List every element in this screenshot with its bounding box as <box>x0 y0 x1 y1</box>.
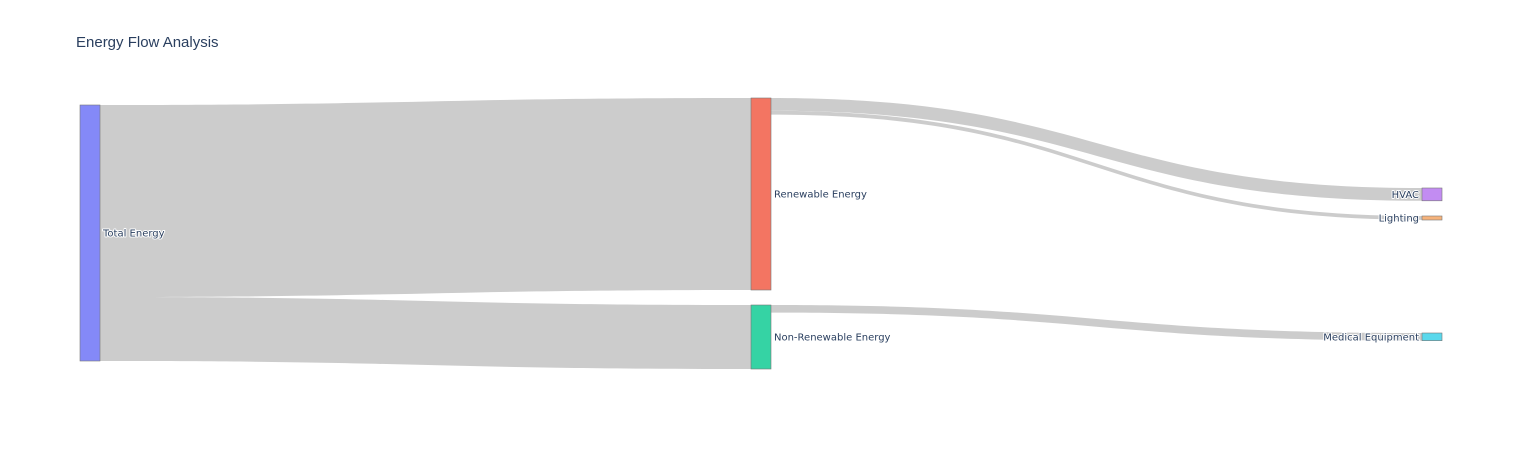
node-nonrenewable[interactable] <box>750 304 772 370</box>
node-renewable[interactable] <box>750 97 772 291</box>
node-total[interactable] <box>79 104 101 362</box>
nodes-layer <box>79 97 1443 370</box>
node-label-renewable: Renewable Energy <box>774 190 867 201</box>
node-label-total: Total Energy <box>102 229 165 240</box>
node-medical[interactable] <box>1421 332 1443 341</box>
node-label-lighting: Lighting <box>1379 214 1419 225</box>
node-label-hvac: HVAC <box>1392 190 1419 201</box>
link-nonrenewable-to-medical[interactable] <box>771 305 1422 341</box>
links-layer <box>100 98 1422 369</box>
link-total-to-nonrenewable[interactable] <box>100 297 751 369</box>
node-label-nonrenewable: Non-Renewable Energy <box>774 333 891 344</box>
node-lighting[interactable] <box>1421 215 1443 221</box>
link-renewable-to-lighting[interactable] <box>771 110 1422 220</box>
link-renewable-to-hvac[interactable] <box>771 98 1422 201</box>
chart-title: Energy Flow Analysis <box>76 34 219 51</box>
node-label-medical: Medical Equipment <box>1323 332 1419 343</box>
node-hvac[interactable] <box>1421 187 1443 202</box>
labels-layer: Total Energy Renewable EnergyNon-Renewabl… <box>101 189 1420 345</box>
link-total-to-renewable[interactable] <box>100 98 751 297</box>
